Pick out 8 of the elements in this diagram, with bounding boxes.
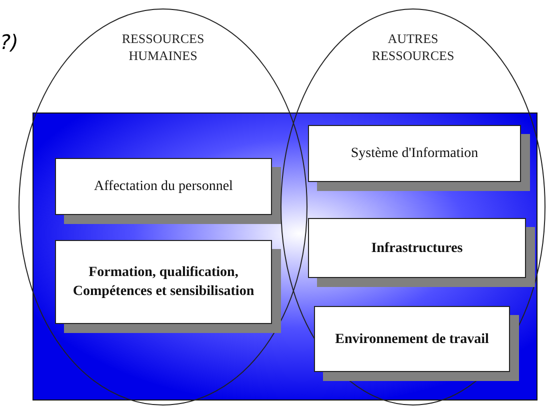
box-text: Affectation du personnel [94, 178, 233, 196]
box-text: Système d'Information [350, 145, 478, 163]
box-text: Formation, qualification, Compétences et sensibilisation [72, 264, 256, 301]
group-heading: RESSOURCES HUMAINES [120, 30, 206, 64]
group-heading: AUTRES RESSOURCES [370, 30, 456, 64]
box-text: Environnement de travail [335, 330, 489, 348]
note-text: ?) [0, 30, 18, 54]
box-text: Infrastructures [371, 240, 463, 258]
